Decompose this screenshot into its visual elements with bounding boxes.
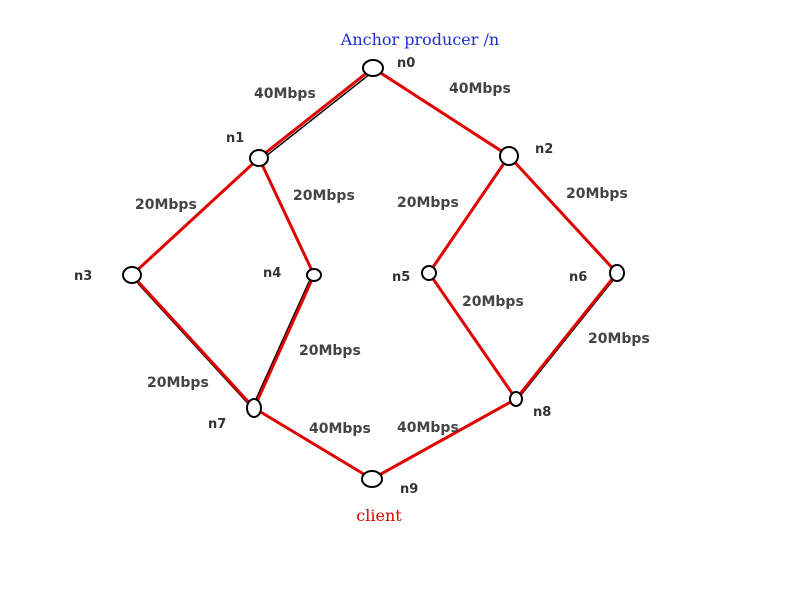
path-segment-n6-n8 <box>518 277 614 396</box>
node-label-n2: n2 <box>535 142 553 157</box>
node-n4 <box>306 268 322 282</box>
bandwidth-label-n3-n7: 20Mbps <box>147 375 209 391</box>
path-segment-n0-n1 <box>264 72 368 154</box>
node-n9 <box>361 470 383 488</box>
bandwidth-label-n4-n7: 20Mbps <box>299 343 361 359</box>
node-label-n4: n4 <box>263 266 281 281</box>
bandwidth-label-n6-n8: 20Mbps <box>588 331 650 347</box>
bandwidth-label-n8-n9: 40Mbps <box>397 420 459 436</box>
path-segment-n1-n3 <box>137 162 254 271</box>
nodes-layer <box>122 59 625 488</box>
node-label-n6: n6 <box>569 270 587 285</box>
node-label-n7: n7 <box>208 417 226 432</box>
path-segment-n2-n5 <box>432 162 505 268</box>
producer-label: Anchor producer /n <box>340 30 499 49</box>
path-segment-n2-n6 <box>514 161 614 269</box>
node-n3 <box>122 266 142 284</box>
path-segment-n5-n8 <box>432 278 514 395</box>
bandwidth-label-n0-n2: 40Mbps <box>449 81 511 97</box>
node-label-n0: n0 <box>397 56 415 71</box>
links-layer <box>136 71 614 477</box>
node-n1 <box>249 149 269 167</box>
bandwidth-label-n1-n4: 20Mbps <box>293 188 355 204</box>
bandwidth-label-n0-n1: 40Mbps <box>254 86 316 102</box>
bandwidth-label-n7-n9: 40Mbps <box>309 421 371 437</box>
link-n0-n1 <box>267 74 369 156</box>
node-n8 <box>509 391 523 407</box>
path-segment-n8-n9 <box>378 400 512 477</box>
node-n7 <box>246 398 262 418</box>
bandwidth-label-n1-n3: 20Mbps <box>135 197 197 213</box>
node-label-n5: n5 <box>392 270 410 285</box>
bandwidth-label-n2-n5: 20Mbps <box>397 195 459 211</box>
path-segment-n3-n7 <box>136 280 251 404</box>
bandwidth-label-n5-n8: 20Mbps <box>462 294 524 310</box>
path-segment-n4-n7 <box>255 279 313 403</box>
node-n2 <box>499 146 519 166</box>
node-label-n1: n1 <box>226 131 244 146</box>
path-segment-n1-n4 <box>261 164 313 271</box>
node-label-n8: n8 <box>533 405 551 420</box>
client-label: client <box>356 506 402 525</box>
node-n0 <box>362 59 384 77</box>
path-segment-n7-n9 <box>259 410 366 476</box>
node-n5 <box>421 265 437 281</box>
bandwidth-label-n2-n6: 20Mbps <box>566 186 628 202</box>
node-label-n3: n3 <box>74 269 92 284</box>
link-n4-n7 <box>254 280 310 402</box>
labels-layer: 40Mbps 40Mbps 20Mbps 20Mbps 20Mbps 20Mbps 20Mb… <box>74 56 650 497</box>
node-n6 <box>609 264 625 282</box>
node-label-n9: n9 <box>400 482 418 497</box>
path-segment-n0-n2 <box>379 71 503 153</box>
